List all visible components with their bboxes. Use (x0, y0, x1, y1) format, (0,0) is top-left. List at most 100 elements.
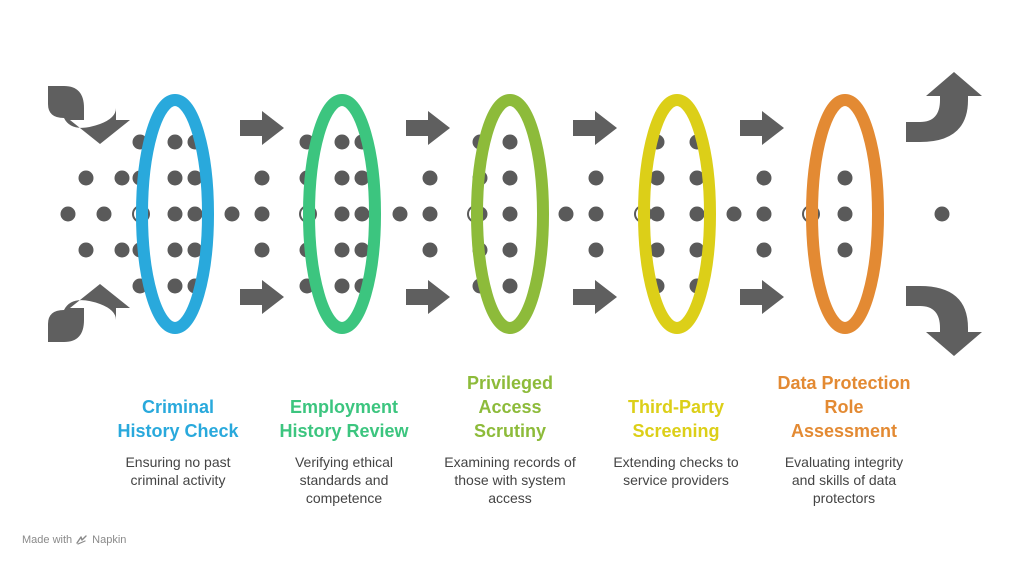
stage-description: Evaluating integrity and skills of data … (764, 453, 924, 507)
particle-dot (756, 206, 772, 222)
title-line: Data Protection (777, 373, 911, 393)
entry-curve-arrow-top-icon (48, 86, 130, 144)
exit-curve-arrow-top-icon (906, 72, 982, 142)
particle-dot (187, 206, 203, 222)
particle-dot (334, 134, 350, 150)
desc-line: Evaluating integrity (784, 454, 904, 470)
output-dot (934, 206, 950, 222)
particle-dot (114, 242, 130, 258)
desc-line: competence (305, 490, 383, 506)
made-with-footer: Made with Napkin (22, 534, 126, 546)
desc-line: and skills of data (791, 472, 897, 488)
particle-dot (726, 206, 742, 222)
particle-dot (254, 170, 270, 186)
particle-dot (837, 206, 853, 222)
title-line: Third-Party (627, 397, 724, 417)
particle-dot (422, 242, 438, 258)
title-line: Assessment (790, 421, 898, 441)
desc-line: standards and (299, 472, 389, 488)
top-flow-arrow-icon (406, 111, 450, 145)
brand-label: Napkin (92, 534, 127, 546)
particle-dot (254, 206, 270, 222)
filter-ring (471, 94, 549, 334)
particle-dot (187, 242, 203, 258)
particle-dot (78, 242, 94, 258)
desc-line: Extending checks to (613, 454, 739, 470)
particle-dot (588, 206, 604, 222)
bottom-flow-arrow-icon (573, 280, 617, 314)
particle-dot (837, 242, 853, 258)
particle-dot (114, 170, 130, 186)
filter-ring (136, 94, 214, 334)
particle-dot (502, 134, 518, 150)
particle-dot (649, 170, 665, 186)
bottom-flow-arrow-icon (740, 280, 784, 314)
particle-dot (334, 170, 350, 186)
stage-privileged-access-scrutiny: Privileged Access Scrutiny Examining rec… (430, 371, 590, 507)
particle-dot (422, 206, 438, 222)
stage-title: Criminal History Check (98, 395, 258, 443)
title-line: Employment (289, 397, 399, 417)
particle-dot (588, 242, 604, 258)
stage-third-party-screening: Third-Party Screening Extending checks t… (596, 395, 756, 489)
arrows-layer (48, 72, 982, 356)
desc-line: access (488, 490, 532, 506)
particle-dot (756, 242, 772, 258)
filter-ring (638, 94, 716, 334)
title-line: Criminal (141, 397, 215, 417)
title-line: History Review (279, 421, 409, 441)
desc-line: protectors (812, 490, 876, 506)
particle-dot (96, 206, 112, 222)
particle-dot (334, 206, 350, 222)
stage-title: Data Protection Role Assessment (764, 371, 924, 443)
particle-dot (689, 206, 705, 222)
particle-dot (588, 170, 604, 186)
particle-dot (837, 170, 853, 186)
particle-dot (167, 278, 183, 294)
title-line: Privileged (466, 373, 554, 393)
filter-ring (303, 94, 381, 334)
stage-description: Extending checks to service providers (596, 453, 756, 489)
particle-dot (502, 278, 518, 294)
title-line: Screening (632, 421, 720, 441)
particle-dot (78, 170, 94, 186)
particle-dot (354, 170, 370, 186)
entry-curve-arrow-bottom-icon (48, 284, 130, 342)
desc-line: service providers (623, 472, 729, 488)
filter-ring (806, 94, 884, 334)
top-flow-arrow-icon (740, 111, 784, 145)
stage-title: Third-Party Screening (596, 395, 756, 443)
particle-dot (756, 170, 772, 186)
particle-dot (254, 242, 270, 258)
particle-dot (167, 170, 183, 186)
bottom-flow-arrow-icon (406, 280, 450, 314)
desc-line: Examining records of (444, 454, 576, 470)
particle-dot (334, 278, 350, 294)
top-flow-arrow-icon (240, 111, 284, 145)
particle-dot (649, 206, 665, 222)
particle-dot (689, 242, 705, 258)
particle-dot (60, 206, 76, 222)
stage-title: Privileged Access Scrutiny (430, 371, 590, 443)
stage-description: Ensuring no past criminal activity (98, 453, 258, 489)
particle-dot (167, 242, 183, 258)
top-flow-arrow-icon (573, 111, 617, 145)
desc-line: those with system (454, 472, 566, 488)
stage-data-protection-role-assessment: Data Protection Role Assessment Evaluati… (764, 371, 924, 507)
particle-dot (334, 242, 350, 258)
particle-dot (187, 170, 203, 186)
particle-dot (502, 242, 518, 258)
stage-description: Verifying ethical standards and competen… (264, 453, 424, 507)
stage-title: Employment History Review (264, 395, 424, 443)
particle-dot (167, 134, 183, 150)
rings-layer (136, 94, 884, 334)
particle-dot (422, 170, 438, 186)
stage-criminal-history-check: Criminal History Check Ensuring no past … (98, 395, 258, 489)
desc-line: Verifying ethical (294, 454, 394, 470)
desc-line: Ensuring no past (125, 454, 231, 470)
title-line: Role (824, 397, 864, 417)
particle-dot (354, 206, 370, 222)
title-line: Access (478, 397, 542, 417)
napkin-logo-icon (76, 535, 87, 545)
particle-dot (354, 242, 370, 258)
